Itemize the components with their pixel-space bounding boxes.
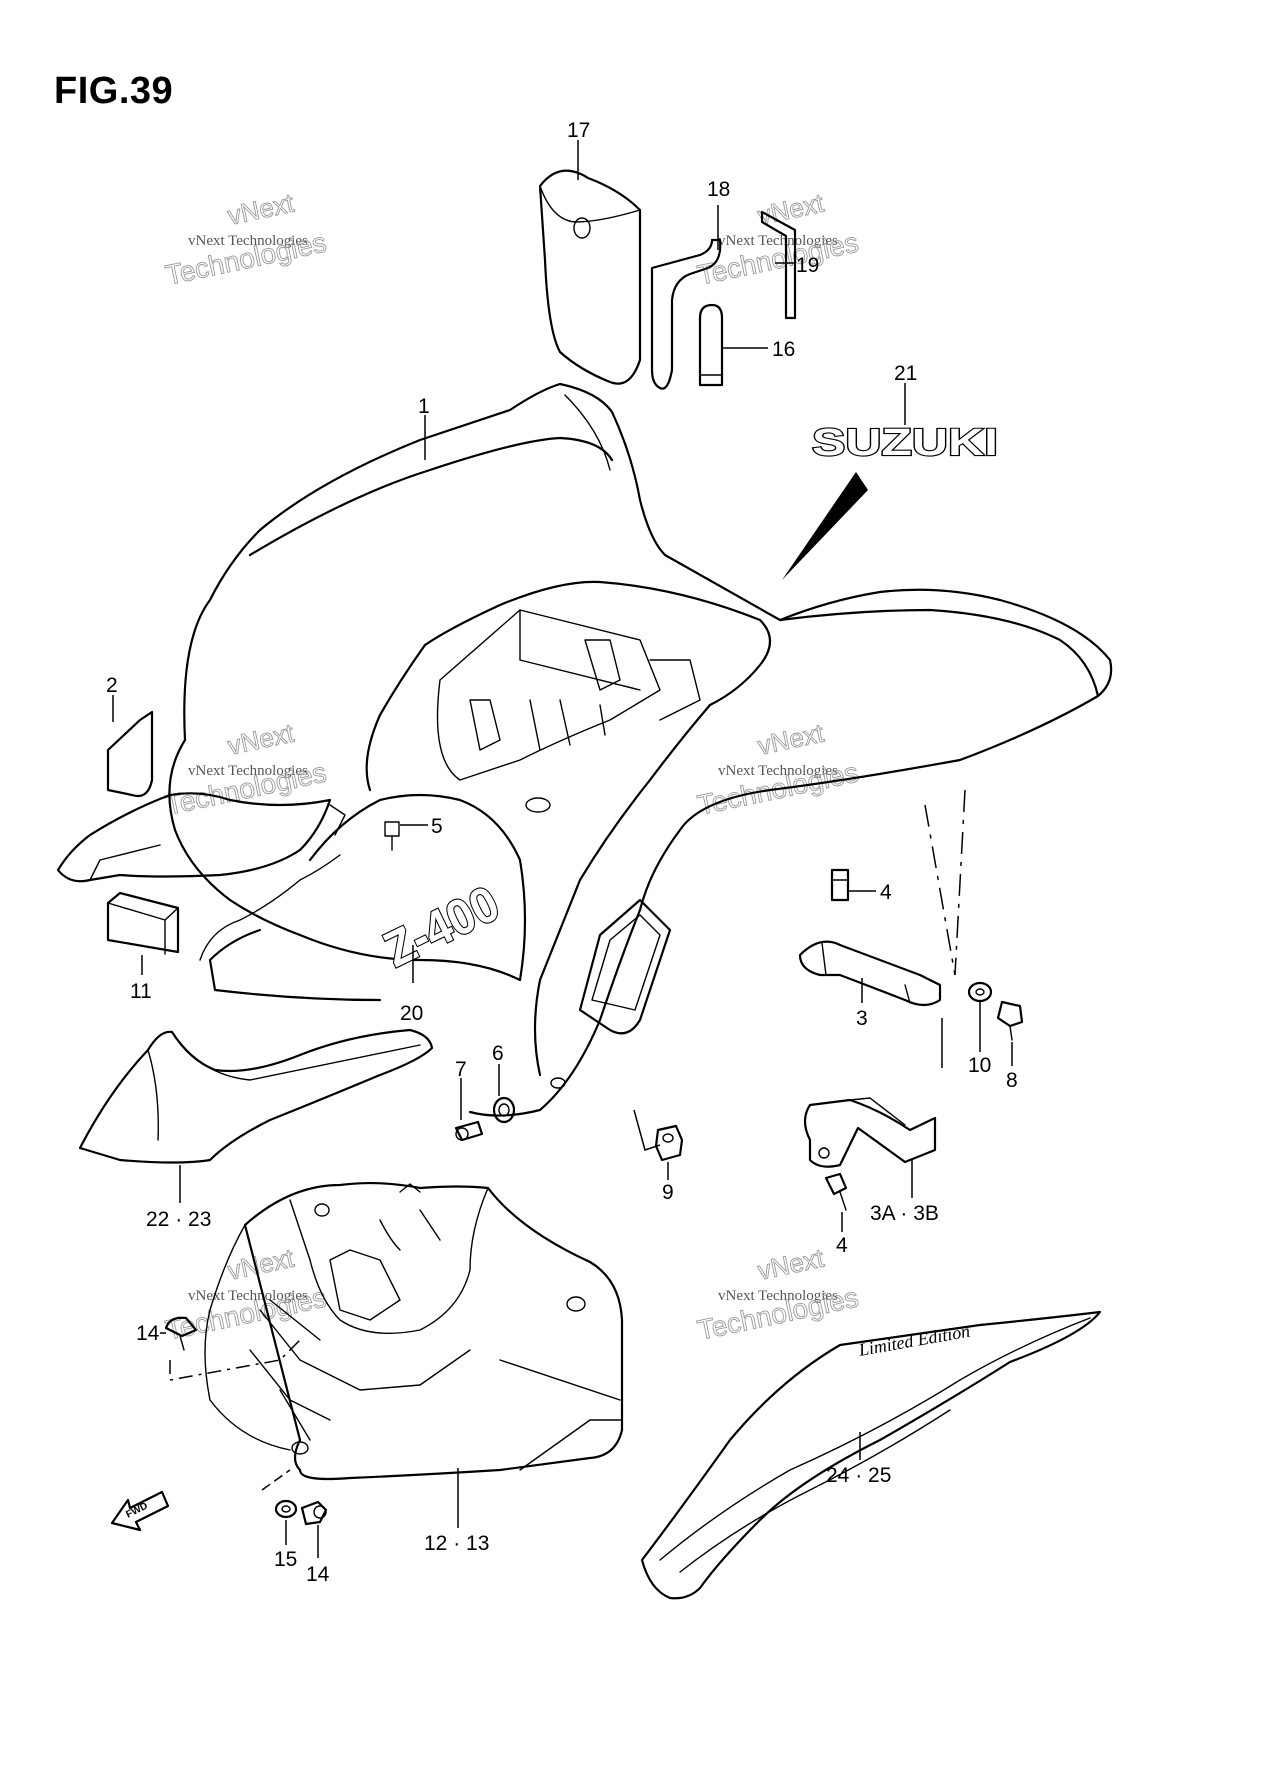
callout-16: 16 xyxy=(772,338,795,361)
watermark-vnext: vNext xyxy=(225,718,297,761)
callout-3: 3 xyxy=(856,1007,868,1030)
callout-24-25: 24 · 25 xyxy=(826,1464,891,1487)
callout-7: 7 xyxy=(455,1058,467,1081)
part-10-washer xyxy=(967,981,993,1003)
watermark-company: vNext Technologies xyxy=(718,1288,838,1304)
watermark-mid-left: vNext vNext Technologies Technologies xyxy=(162,717,329,821)
part-9-nut xyxy=(654,1124,684,1162)
fwd-arrow-icon: FWD xyxy=(110,1490,170,1532)
edition-decal-text: Limited Edition xyxy=(856,1321,971,1360)
model-decal-text: Z-400 xyxy=(375,875,507,978)
part-7-screw xyxy=(454,1120,484,1142)
watermark-company: vNext Technologies xyxy=(718,233,838,249)
watermark-top-mid: vNext vNext Technologies Technologies xyxy=(694,187,861,291)
figure-title: FIG.39 xyxy=(54,70,174,112)
watermark-mid-center: vNext vNext Technologies Technologies xyxy=(694,717,861,821)
callout-8: 8 xyxy=(1006,1069,1018,1092)
callout-14-lower: 14 xyxy=(306,1563,330,1586)
part-16-pin xyxy=(698,303,724,387)
watermark-company: vNext Technologies xyxy=(718,763,838,779)
part-24-25-decal-strip: Limited Edition xyxy=(640,1310,1102,1600)
callout-9: 9 xyxy=(662,1181,674,1204)
callout-labels: 17 18 19 16 21 1 2 5 4 3 10 8 11 20 6 7 … xyxy=(106,119,1018,1586)
callout-3a-3b: 3A · 3B xyxy=(870,1202,939,1225)
part-20-model-decal: Z-400 xyxy=(374,874,509,979)
callout-1: 1 xyxy=(418,395,430,418)
part-8-bolt xyxy=(996,1000,1024,1041)
watermark-vnext: vNext xyxy=(225,1243,297,1286)
watermark-company: vNext Technologies xyxy=(188,763,308,779)
watermark-company: vNext Technologies xyxy=(188,233,308,249)
left-fender-trim xyxy=(56,792,382,1002)
callout-4-upper: 4 xyxy=(880,881,892,904)
part-22-23-side-panel xyxy=(78,1028,434,1164)
part-3a-3b-bracket xyxy=(803,1097,937,1168)
callout-19: 19 xyxy=(796,254,819,277)
part-17-cover xyxy=(538,169,642,385)
part-6-grommet xyxy=(492,1096,516,1124)
callout-12-13: 12 · 13 xyxy=(424,1532,489,1555)
part-19-wrench xyxy=(760,210,797,320)
part-3-bracket xyxy=(798,940,942,1007)
callout-21: 21 xyxy=(894,362,917,385)
part-11-block xyxy=(106,891,180,955)
part-5-clip xyxy=(384,821,400,851)
callout-6: 6 xyxy=(492,1042,504,1065)
callout-17: 17 xyxy=(567,119,590,142)
part-1-rear-fender xyxy=(168,382,1113,1117)
callout-11: 11 xyxy=(130,980,152,1003)
part-14-screw-lower xyxy=(300,1500,328,1526)
watermark-vnext: vNext xyxy=(755,718,827,761)
watermark-group: vNext vNext Technologies Technologies vN… xyxy=(162,187,861,1346)
callout-22-23: 22 · 23 xyxy=(146,1208,211,1231)
callout-15: 15 xyxy=(274,1548,297,1571)
callout-4-lower: 4 xyxy=(836,1234,848,1257)
callout-14-upper: 14 xyxy=(136,1322,160,1345)
part-2-pad xyxy=(106,710,154,798)
part-15-washer xyxy=(274,1499,298,1519)
watermark-low-left: vNext vNext Technologies Technologies xyxy=(162,1242,329,1346)
part-4-bolt-lower xyxy=(824,1172,848,1211)
watermark-vnext: vNext xyxy=(225,188,297,231)
part-18-bracket xyxy=(650,238,722,390)
callout-5: 5 xyxy=(431,815,443,838)
part-12-13-mud-guard xyxy=(204,1182,624,1481)
watermark-vnext: vNext xyxy=(755,1243,827,1286)
decal-position-arrow xyxy=(782,472,868,580)
leader-lines xyxy=(112,140,1013,1558)
callout-10: 10 xyxy=(968,1054,991,1077)
watermark-low-center: vNext vNext Technologies Technologies xyxy=(694,1242,861,1346)
callout-20: 20 xyxy=(400,1002,423,1025)
watermark-company: vNext Technologies xyxy=(188,1288,308,1304)
watermark-top-left: vNext vNext Technologies Technologies xyxy=(162,187,329,291)
part-21-suzuki-decal: SUZUKI xyxy=(811,421,999,465)
suzuki-decal-text: SUZUKI xyxy=(812,422,998,464)
callout-2: 2 xyxy=(106,674,118,697)
part-4-bolt-upper xyxy=(830,868,850,902)
part-14-screw-upper xyxy=(164,1316,198,1351)
callout-18: 18 xyxy=(707,178,730,201)
